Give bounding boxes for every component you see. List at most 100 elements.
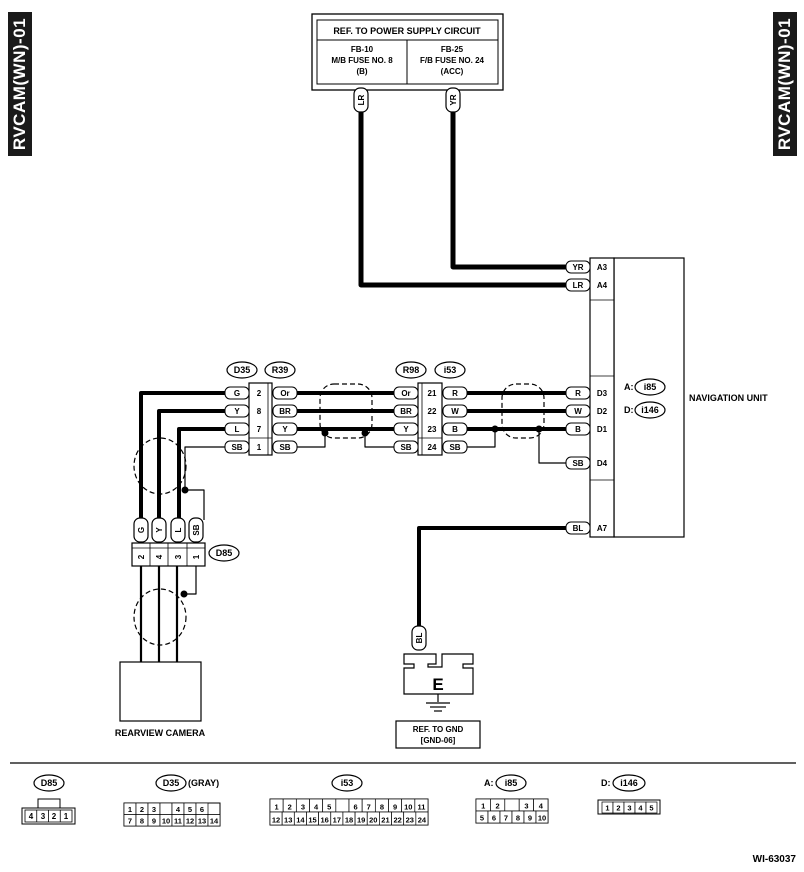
legend-pin: 4 bbox=[29, 812, 34, 821]
legend-pin: 11 bbox=[174, 817, 182, 826]
camera-wire-label: Y bbox=[155, 527, 164, 533]
legend-d35-note: (GRAY) bbox=[188, 778, 219, 788]
wire-tag-lr: LR bbox=[357, 94, 366, 105]
legend-pin: 10 bbox=[538, 814, 546, 823]
camera-label: REARVIEW CAMERA bbox=[115, 728, 206, 738]
r39-wire-label: BR bbox=[279, 407, 291, 416]
legend-pin: 7 bbox=[367, 803, 371, 812]
nav-conn-d-prefix: D: bbox=[624, 405, 634, 415]
junction-dot bbox=[491, 425, 499, 433]
legend-pin: 4 bbox=[176, 805, 181, 814]
wire-lr bbox=[358, 95, 566, 288]
d35-wire-label: Y bbox=[234, 407, 240, 416]
legend-pin: 1 bbox=[128, 805, 132, 814]
nav-pin-row: LR A4 bbox=[565, 278, 608, 292]
legend-pin: 21 bbox=[381, 816, 389, 825]
camera-wire-label: G bbox=[137, 527, 146, 533]
legend-pin: 5 bbox=[480, 814, 484, 823]
legend-pin: 13 bbox=[198, 817, 206, 826]
d35-pin-label: 1 bbox=[257, 443, 262, 452]
power-supply-left-3: (B) bbox=[356, 67, 367, 76]
d85-pin-label: 2 bbox=[137, 554, 146, 559]
nav-pin-row: YR A3 bbox=[565, 260, 608, 274]
legend-pin: 2 bbox=[140, 805, 144, 814]
legend-pin: 10 bbox=[404, 803, 412, 812]
legend-pin: 2 bbox=[288, 803, 292, 812]
wire-sb-right bbox=[467, 429, 496, 448]
connector-r39-label: R39 bbox=[272, 365, 289, 375]
nav-pin-label: D2 bbox=[597, 407, 608, 416]
camera-wire-label: L bbox=[174, 527, 183, 532]
i53-pin-label: 23 bbox=[428, 425, 437, 434]
nav-wire-label: W bbox=[574, 407, 582, 416]
legend-pin: 24 bbox=[418, 816, 427, 825]
i53-wire-label: SB bbox=[449, 443, 460, 452]
legend-pin: 20 bbox=[369, 816, 377, 825]
nav-conn-d: i146 bbox=[641, 405, 659, 415]
connector-d35-label: D35 bbox=[234, 365, 251, 375]
shield-i53-nav bbox=[501, 383, 545, 439]
camera-wire-tags: G Y L SB bbox=[133, 517, 204, 543]
figure-id: WI-63037 bbox=[753, 854, 797, 865]
legend-pin: 8 bbox=[380, 803, 384, 812]
legend-pin: 12 bbox=[186, 817, 194, 826]
nav-pin-row: W D2 bbox=[565, 404, 608, 418]
power-supply-box: REF. TO POWER SUPPLY CIRCUIT FB-10 M/B F… bbox=[311, 13, 504, 91]
connector-i53-label: i53 bbox=[444, 365, 457, 375]
nav-pin-label: D3 bbox=[597, 389, 608, 398]
legend-pin: 23 bbox=[406, 816, 414, 825]
i53-pin-label: 21 bbox=[428, 389, 437, 398]
legend-pin-cell bbox=[159, 802, 173, 815]
junction-dot bbox=[535, 425, 543, 433]
i53-wire-label: W bbox=[451, 407, 459, 416]
legend-pin-cell bbox=[535, 810, 549, 824]
ground-terminal: BL E REF. TO GND [GND-06] bbox=[395, 625, 481, 749]
legend-pin: 19 bbox=[357, 816, 365, 825]
r39-wire-label: Y bbox=[282, 425, 288, 434]
wire-sb-mid bbox=[364, 433, 394, 448]
wires bbox=[139, 95, 566, 662]
wire-l bbox=[177, 427, 225, 520]
legend-pin: 13 bbox=[284, 816, 292, 825]
legend-pin: 7 bbox=[504, 814, 508, 823]
legend-pin: 7 bbox=[128, 817, 132, 826]
d35-pin-label: 8 bbox=[257, 407, 262, 416]
ground-ref-line1: REF. TO GND bbox=[413, 725, 464, 734]
r98-wire-label: BR bbox=[400, 407, 412, 416]
legend-pin: 9 bbox=[393, 803, 397, 812]
wire-bl bbox=[417, 526, 566, 628]
shield-harness-lower bbox=[133, 588, 187, 646]
wire-sb-nav bbox=[538, 429, 566, 464]
nav-pin-row: SB D4 bbox=[565, 456, 608, 470]
shield-outlines bbox=[133, 383, 545, 646]
legend-pin: 1 bbox=[481, 802, 485, 811]
legend-pin-cell bbox=[335, 798, 350, 813]
legend-pin: 3 bbox=[41, 812, 46, 821]
d35-pin-label: 2 bbox=[257, 389, 262, 398]
legend-pin: 3 bbox=[627, 804, 631, 813]
d85-pin-label: 4 bbox=[155, 554, 164, 559]
connector-r98-i53: R98 i53 Or 21 R BR 22 W Y 23 B SB 24 SB bbox=[393, 361, 468, 456]
nav-wire-label: LR bbox=[573, 281, 584, 290]
legend-pin: 4 bbox=[314, 803, 319, 812]
nav-wire-label: BL bbox=[573, 524, 584, 533]
legend-pin: 18 bbox=[345, 816, 353, 825]
connector-d85: 2 4 3 1 D85 bbox=[131, 542, 240, 567]
legend-d35-name: D35 bbox=[163, 778, 180, 788]
legend-d85-name: D85 bbox=[41, 778, 58, 788]
side-tab-right: RVCAM(WN)-01 bbox=[773, 12, 797, 156]
legend-d85: D85 4 3 2 1 bbox=[21, 774, 76, 825]
legend-pin: 5 bbox=[649, 804, 653, 813]
nav-pin-row: R D3 bbox=[565, 386, 608, 400]
power-supply-title: REF. TO POWER SUPPLY CIRCUIT bbox=[333, 26, 481, 36]
d85-pin-label: 1 bbox=[192, 554, 201, 559]
legend-pin: 8 bbox=[516, 814, 520, 823]
nav-wire-label: YR bbox=[572, 263, 583, 272]
legend-pin: 4 bbox=[638, 804, 643, 813]
legend-pin: 6 bbox=[200, 805, 204, 814]
legend-pin: 2 bbox=[616, 804, 620, 813]
legend-pin: 5 bbox=[188, 805, 192, 814]
legend-pin: 14 bbox=[210, 817, 219, 826]
legend-pin: 17 bbox=[333, 816, 341, 825]
